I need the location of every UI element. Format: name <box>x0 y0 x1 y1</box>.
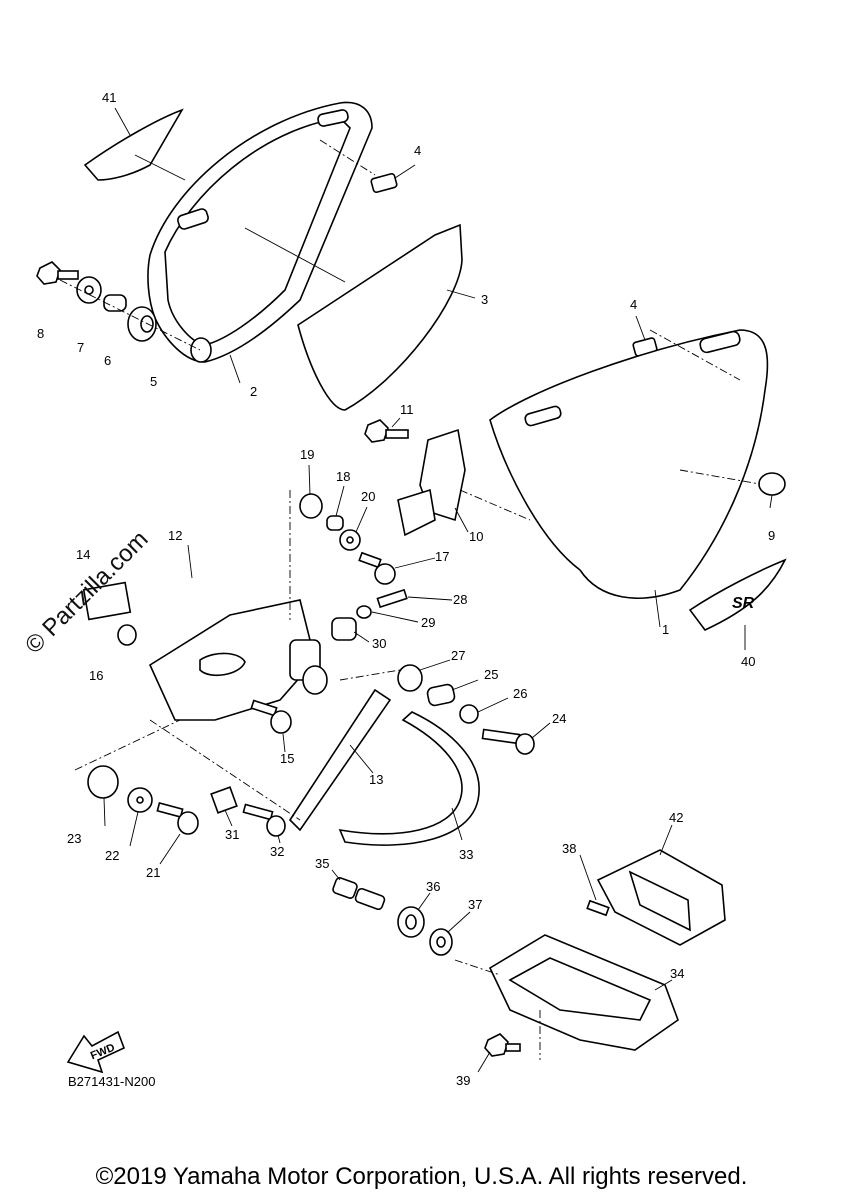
callout-19: 19 <box>300 447 314 462</box>
emblem-40 <box>688 558 787 631</box>
callout-9: 9 <box>768 528 775 543</box>
callout-2: 2 <box>250 384 257 399</box>
band-33 <box>338 711 480 846</box>
callout-28: 28 <box>453 592 467 607</box>
washer-29 <box>356 605 372 619</box>
grommet-27 <box>397 664 423 692</box>
bolt-32 <box>242 803 286 837</box>
callout-5: 5 <box>150 374 157 389</box>
tray-34 <box>488 934 679 1051</box>
callout-15: 15 <box>280 751 294 766</box>
callout-32: 32 <box>270 844 284 859</box>
grommet-16 <box>117 624 137 646</box>
callout-29: 29 <box>421 615 435 630</box>
callout-8: 8 <box>37 326 44 341</box>
callout-21: 21 <box>146 865 160 880</box>
callout-42: 42 <box>669 810 683 825</box>
bolt-39 <box>484 1033 521 1057</box>
callout-31: 31 <box>225 827 239 842</box>
reference-lines <box>59 139 761 1060</box>
callout-11: 11 <box>400 402 414 417</box>
callout-16: 16 <box>89 668 103 683</box>
pad-14 <box>82 581 132 621</box>
bolt-28 <box>376 588 408 609</box>
callout-35: 35 <box>315 856 329 871</box>
bracket-10 <box>397 428 466 537</box>
callout-6: 6 <box>104 353 111 368</box>
bolt-15 <box>250 699 292 734</box>
callout-37: 37 <box>468 897 482 912</box>
callout-12: 12 <box>168 528 182 543</box>
callout-1: 1 <box>662 622 669 637</box>
decal-41 <box>83 108 184 181</box>
washer-37 <box>429 928 453 956</box>
nut-31 <box>210 786 238 814</box>
collar-30 <box>331 617 357 641</box>
callout-24: 24 <box>552 711 566 726</box>
grommet-9 <box>758 472 786 496</box>
callout-4: 4 <box>414 143 421 158</box>
callout-22: 22 <box>105 848 119 863</box>
plate-13 <box>288 688 392 832</box>
callout-39: 39 <box>456 1073 470 1088</box>
nut-36 <box>397 906 425 938</box>
callout-26: 26 <box>513 686 527 701</box>
washer-26 <box>459 704 479 724</box>
callout-13: 13 <box>369 772 383 787</box>
part-42 <box>596 849 726 946</box>
diagram-code: B271431-N200 <box>68 1074 156 1089</box>
grommet-5 <box>127 306 157 342</box>
callout-38: 38 <box>562 841 576 856</box>
plate-3 <box>297 223 463 411</box>
callout-33: 33 <box>459 847 473 862</box>
callout-4b: 4 <box>630 297 637 312</box>
callout-41: 41 <box>102 90 116 105</box>
callout-3: 3 <box>481 292 488 307</box>
callout-7: 7 <box>77 340 84 355</box>
bracket-12 <box>148 599 328 721</box>
collar-6 <box>103 294 127 312</box>
fwd-arrow-icon <box>66 1030 126 1074</box>
callout-23: 23 <box>67 831 81 846</box>
collar-25 <box>426 683 456 707</box>
callout-27: 27 <box>451 648 465 663</box>
grommet-19 <box>299 493 323 519</box>
callout-40: 40 <box>741 654 755 669</box>
clip-4-left <box>370 173 398 193</box>
callout-14: 14 <box>76 547 90 562</box>
collar-18 <box>326 515 344 531</box>
callout-34: 34 <box>670 966 684 981</box>
grommet-23 <box>87 765 119 799</box>
part-35 <box>332 877 386 911</box>
callout-30: 30 <box>372 636 386 651</box>
leader-lines <box>103 107 773 1073</box>
bolt-38 <box>586 899 610 917</box>
left-side-cover <box>147 101 373 363</box>
bolt-21 <box>156 802 199 835</box>
callout-25: 25 <box>484 667 498 682</box>
bolt-24 <box>481 728 535 755</box>
bolt-8 <box>36 261 79 285</box>
emblem-text: SR <box>732 595 755 612</box>
callout-17: 17 <box>435 549 449 564</box>
washer-20 <box>339 529 361 551</box>
callout-36: 36 <box>426 879 440 894</box>
washer-22 <box>127 787 153 813</box>
bolt-11 <box>364 419 409 443</box>
callout-labels: 41 4 8 7 6 5 2 3 4 11 19 18 20 9 10 14 1… <box>37 90 775 1088</box>
callout-20: 20 <box>361 489 375 504</box>
callout-10: 10 <box>469 529 483 544</box>
right-side-cover <box>489 329 769 599</box>
callout-18: 18 <box>336 469 350 484</box>
bolt-17 <box>358 551 396 585</box>
copyright-notice: ©2019 Yamaha Motor Corporation, U.S.A. A… <box>95 1163 748 1190</box>
